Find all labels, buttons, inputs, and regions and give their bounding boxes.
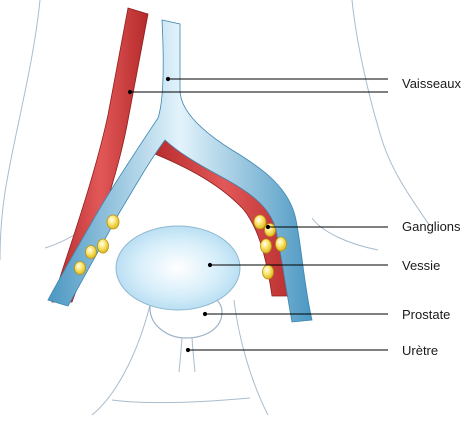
- label-ganglions: Ganglions: [402, 219, 461, 234]
- right-hip-line: [311, 217, 379, 251]
- lymph-node: [275, 236, 287, 252]
- vein: [47, 19, 313, 323]
- lymph-node: [74, 261, 86, 275]
- leader-dot: [185, 347, 191, 353]
- right-flank-line: [351, 0, 431, 227]
- leader-dot: [165, 76, 171, 82]
- lymph-node: [264, 223, 276, 237]
- lymph-nodes-left: [74, 214, 120, 275]
- lymph-node: [97, 238, 109, 254]
- bladder: [115, 225, 241, 311]
- left-flank-line: [0, 0, 41, 261]
- lymph-node: [106, 214, 120, 230]
- leader-dot: [265, 224, 271, 230]
- label-prostate: Prostate: [402, 307, 451, 322]
- urethra-right-line: [191, 337, 196, 373]
- leader-dot: [202, 311, 208, 317]
- leader-dot: [207, 262, 213, 268]
- lower-pelvis-line: [111, 397, 251, 404]
- leader-lines: [127, 76, 388, 353]
- lymph-node: [253, 214, 267, 230]
- left-groin-line: [91, 304, 151, 416]
- label-vaisseaux: Vaisseaux: [402, 76, 462, 91]
- lymph-node: [260, 238, 272, 254]
- label-uretre: Urètre: [402, 343, 439, 358]
- lymph-node: [262, 264, 274, 280]
- right-groin-line: [233, 299, 269, 416]
- label-vessie: Vessie: [402, 258, 441, 273]
- body-outline: [0, 0, 431, 416]
- left-artery: [51, 7, 149, 303]
- leader-dot: [127, 89, 133, 95]
- lymph-node: [85, 245, 97, 259]
- urethra-left-line: [178, 337, 183, 373]
